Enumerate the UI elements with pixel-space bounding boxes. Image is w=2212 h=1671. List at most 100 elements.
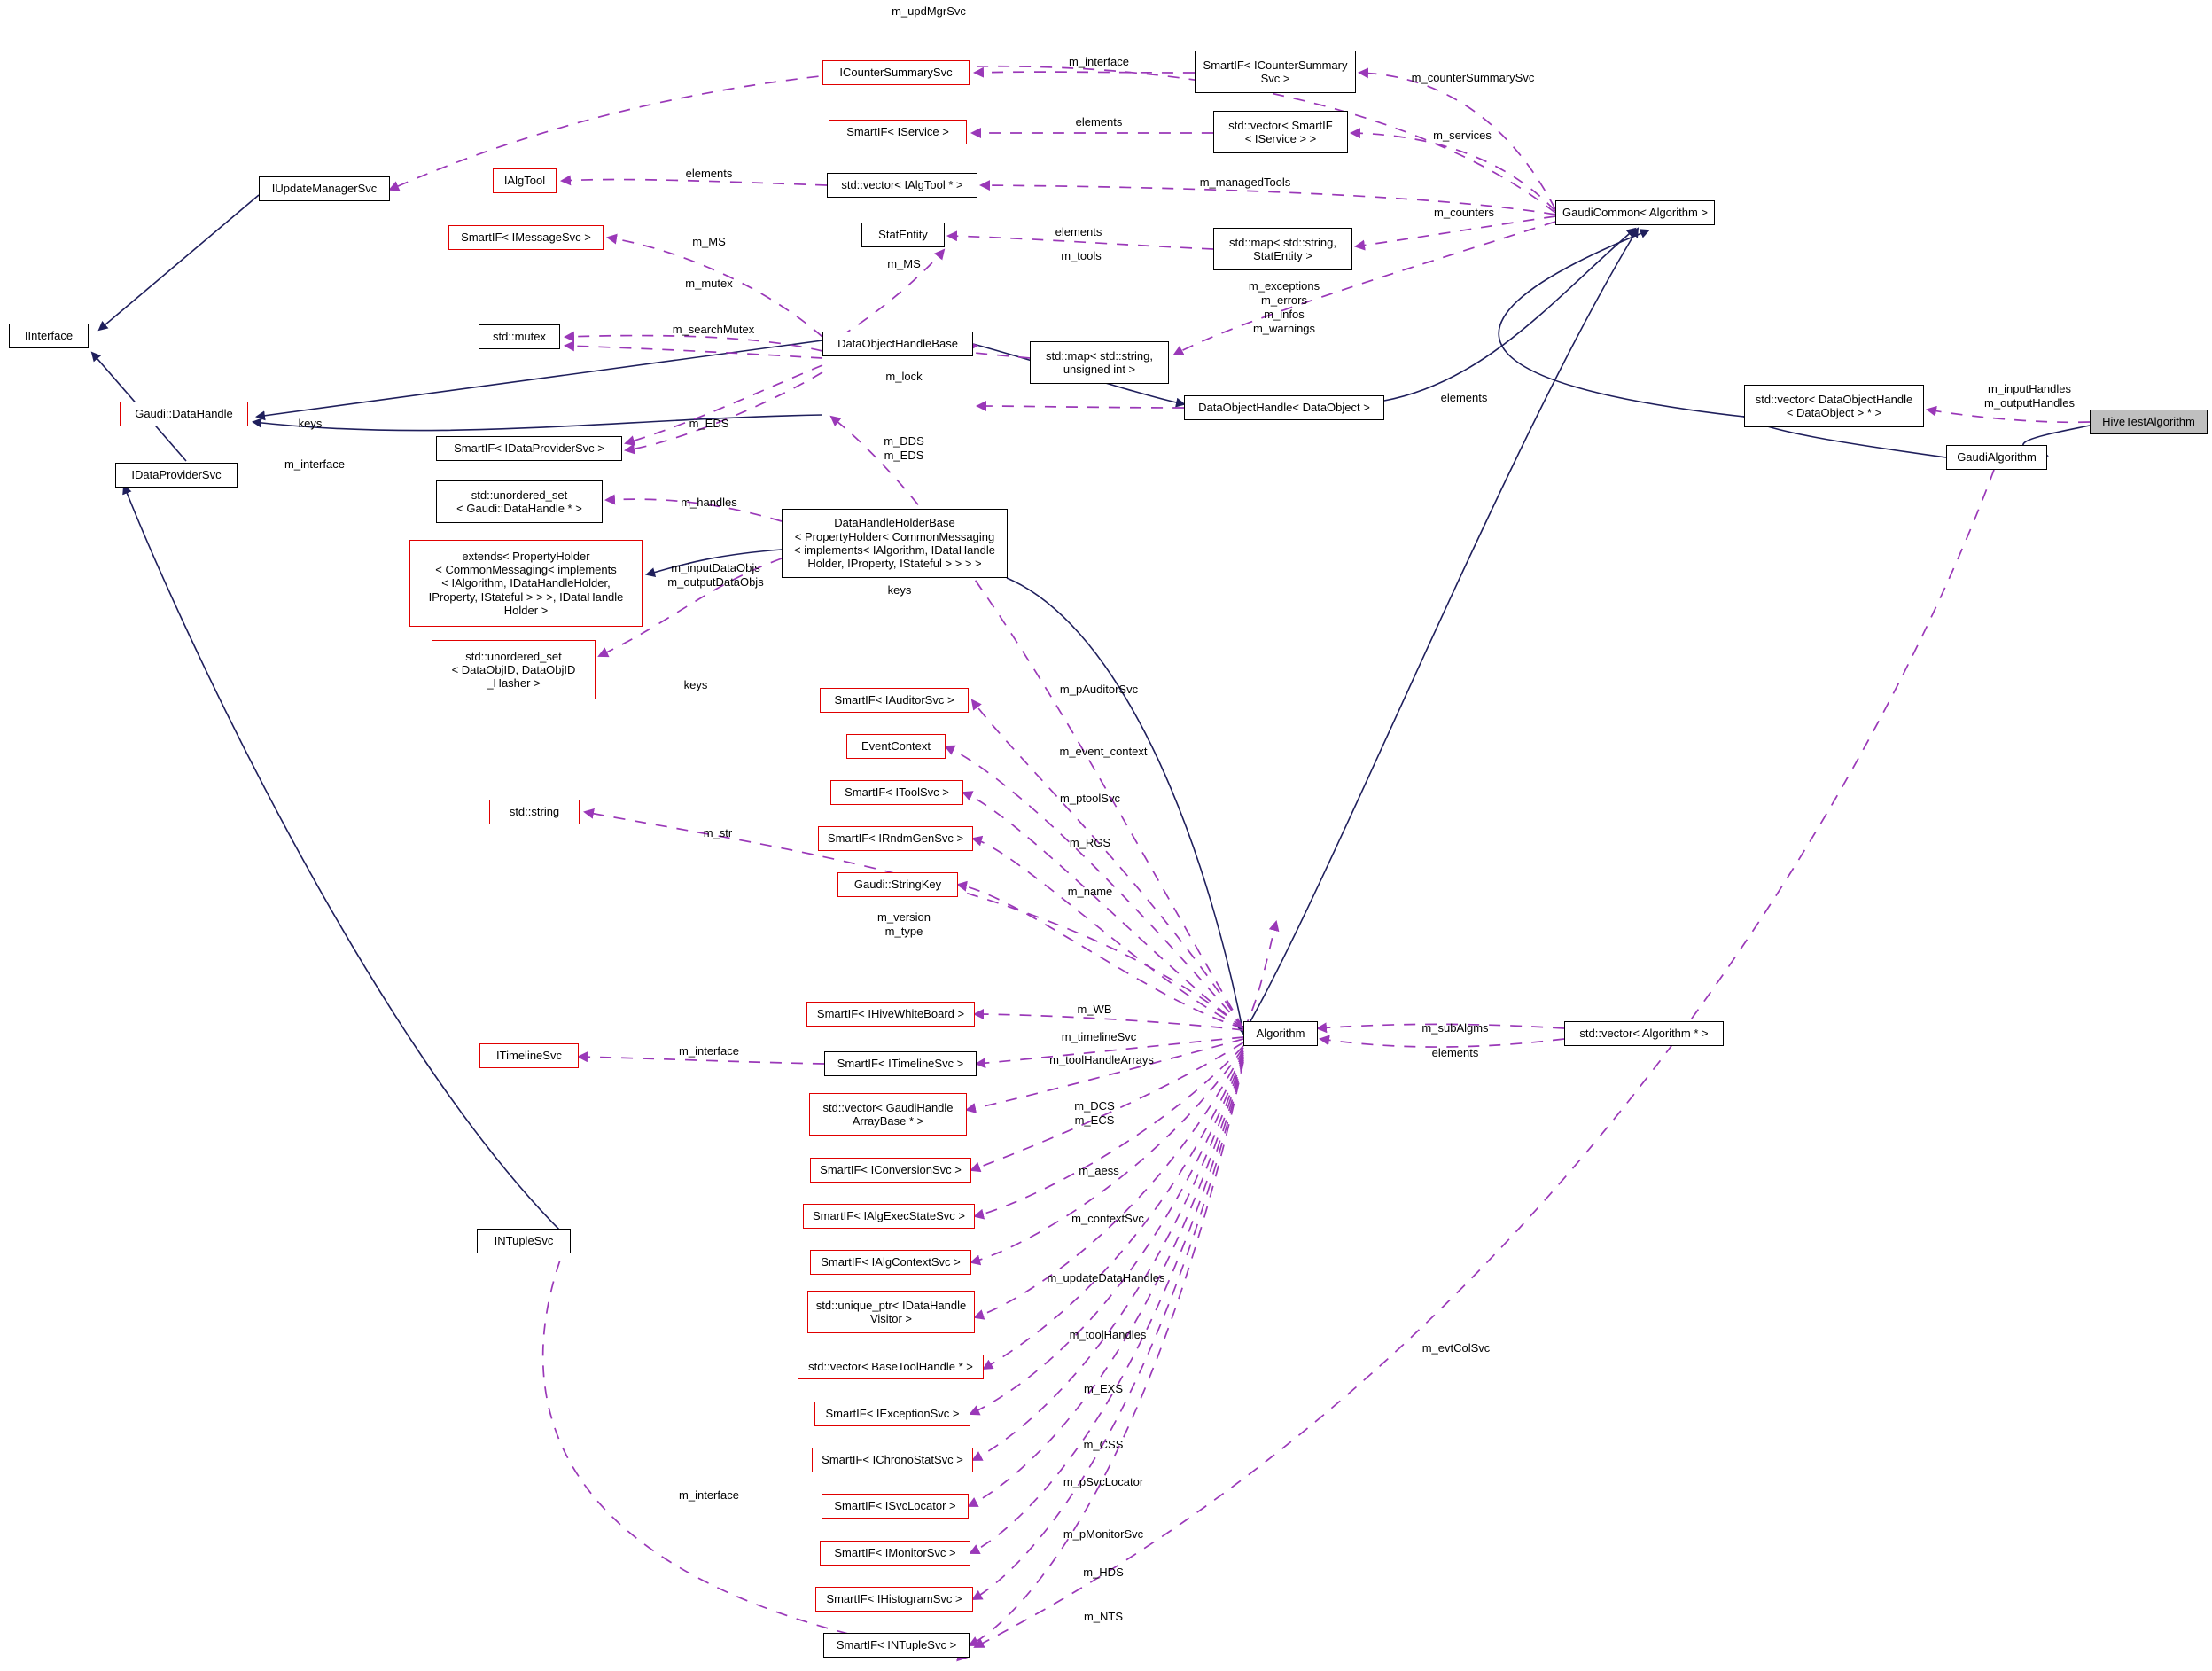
class-node-smartif_itimelinesvc[interactable]: SmartIF< ITimelineSvc > (824, 1051, 977, 1076)
edge-label-l_keys_1: keys (298, 417, 323, 430)
class-node-stdstring[interactable]: std::string (489, 800, 580, 824)
class-node-label: SmartIF< IHiveWhiteBoard > (816, 1007, 965, 1021)
class-node-gaudicommon_alg[interactable]: GaudiCommon< Algorithm > (1555, 200, 1715, 225)
class-node-iinterface[interactable]: IInterface (9, 324, 89, 348)
class-node-gaudidatahandle[interactable]: Gaudi::DataHandle (120, 402, 248, 426)
class-node-vec_smartif_iservice[interactable]: std::vector< SmartIF < IService > > (1213, 111, 1348, 153)
class-node-label: StatEntity (878, 228, 928, 242)
class-node-label: ITimelineSvc (496, 1049, 562, 1063)
class-node-smartif_imonitorsvc[interactable]: SmartIF< IMonitorSvc > (820, 1541, 970, 1566)
class-node-smartif_idps[interactable]: SmartIF< IDataProviderSvc > (436, 436, 622, 461)
class-node-smartif_ialgcontext[interactable]: SmartIF< IAlgContextSvc > (810, 1250, 971, 1275)
class-node-smartif_isvclocator[interactable]: SmartIF< ISvcLocator > (822, 1494, 969, 1519)
class-node-label: std::vector< BaseToolHandle * > (808, 1360, 973, 1374)
edge-label-l_updmgrsvc: m_updMgrSvc (892, 4, 966, 18)
class-node-gaudistringkey[interactable]: Gaudi::StringKey (837, 872, 958, 897)
class-node-vec_basetoolhandle[interactable]: std::vector< BaseToolHandle * > (798, 1355, 984, 1379)
class-node-dataobjecthandle_do[interactable]: DataObjectHandle< DataObject > (1184, 395, 1384, 420)
edge-label-l_name: m_name (1067, 885, 1113, 898)
class-node-algorithm[interactable]: Algorithm (1243, 1021, 1318, 1046)
class-node-smartif_irndmgensvc[interactable]: SmartIF< IRndmGenSvc > (818, 826, 973, 851)
class-node-intuplesvc[interactable]: INTupleSvc (477, 1229, 571, 1253)
class-node-smartif_iexceptionsvc[interactable]: SmartIF< IExceptionSvc > (814, 1402, 970, 1426)
class-node-label: IDataProviderSvc (131, 468, 222, 482)
class-node-label: IAlgTool (503, 174, 546, 188)
edge-label-l_searchmutex: m_searchMutex (672, 323, 755, 336)
class-node-smartif_ichronostat[interactable]: SmartIF< IChronoStatSvc > (812, 1448, 973, 1472)
edge-label-l_inoutputhandles: m_inputHandles m_outputHandles (1984, 382, 2075, 410)
class-node-label: std::unordered_set < Gaudi::DataHandle *… (456, 488, 582, 515)
edge-label-l_timelinesvc: m_timelineSvc (1061, 1030, 1137, 1043)
class-node-stdmutex[interactable]: std::mutex (479, 324, 560, 349)
class-node-label: SmartIF< IChronoStatSvc > (822, 1453, 963, 1467)
class-node-label: INTupleSvc (494, 1234, 554, 1248)
class-node-smartif_intuplesvc[interactable]: SmartIF< INTupleSvc > (823, 1633, 970, 1658)
class-node-icountersummarysvc[interactable]: ICounterSummarySvc (822, 60, 970, 85)
class-node-eventcontext[interactable]: EventContext (846, 734, 946, 759)
class-node-dataobjecthandlebase[interactable]: DataObjectHandleBase (822, 332, 973, 356)
class-node-smartif_ialgexecstate[interactable]: SmartIF< IAlgExecStateSvc > (803, 1204, 975, 1229)
edge-label-l_pmonitorsvc: m_pMonitorSvc (1063, 1527, 1144, 1541)
edge-label-l_contextsvc: m_contextSvc (1071, 1212, 1144, 1225)
class-node-smartif_iservice[interactable]: SmartIF< IService > (829, 120, 967, 144)
edge-label-l_tools: m_tools (1061, 249, 1102, 262)
class-node-vec_gaudihandlearray[interactable]: std::vector< GaudiHandle ArrayBase * > (809, 1093, 967, 1136)
class-node-statentity[interactable]: StatEntity (861, 223, 945, 247)
edge-label-l_ms_2: m_MS (887, 257, 921, 270)
class-node-itimelinesvc[interactable]: ITimelineSvc (479, 1043, 579, 1068)
edge-label-l_handles: m_handles (681, 496, 737, 509)
edge-label-l_css: m_CSS (1083, 1438, 1124, 1451)
class-node-label: DataHandleHolderBase < PropertyHolder< C… (794, 516, 995, 571)
class-node-uptr_idhvisitor[interactable]: std::unique_ptr< IDataHandle Visitor > (807, 1291, 975, 1333)
edge-label-l_mutex: m_mutex (685, 277, 733, 290)
class-node-idataprovidersvc[interactable]: IDataProviderSvc (115, 463, 238, 488)
class-node-datahandleholderbase[interactable]: DataHandleHolderBase < PropertyHolder< C… (782, 509, 1008, 578)
class-node-uset_datahandle[interactable]: std::unordered_set < Gaudi::DataHandle *… (436, 480, 603, 523)
class-node-label: DataObjectHandleBase (837, 337, 958, 351)
class-node-vec_doh_do_ptr[interactable]: std::vector< DataObjectHandle < DataObje… (1744, 385, 1924, 427)
class-node-label: SmartIF< IMessageSvc > (461, 230, 591, 245)
edge-label-l_evtcolsvc: m_evtColSvc (1421, 1341, 1491, 1355)
class-node-label: std::map< std::string, unsigned int > (1045, 348, 1154, 376)
class-node-label: GaudiAlgorithm (1957, 450, 2037, 465)
class-node-ialgtool[interactable]: IAlgTool (493, 168, 557, 193)
class-node-label: std::map< std::string, StatEntity > (1228, 235, 1337, 262)
edge-label-l_psvclocator: m_pSvcLocator (1063, 1475, 1144, 1488)
edge-label-l_elements_2: elements (685, 167, 733, 180)
class-node-smartif_ihivewb[interactable]: SmartIF< IHiveWhiteBoard > (806, 1002, 975, 1027)
class-node-gaudialgorithm[interactable]: GaudiAlgorithm (1946, 445, 2047, 470)
edge-label-l_wb: m_WB (1077, 1003, 1112, 1016)
edge-label-l_elements_5: elements (1431, 1046, 1479, 1059)
class-node-smartif_icountersum[interactable]: SmartIF< ICounterSummary Svc > (1195, 51, 1356, 93)
class-node-label: std::vector< SmartIF < IService > > (1228, 118, 1333, 145)
class-node-uset_dataobjid[interactable]: std::unordered_set < DataObjID, DataObjI… (432, 640, 596, 699)
class-node-label: GaudiCommon< Algorithm > (1562, 206, 1709, 220)
class-node-map_string_statentity[interactable]: std::map< std::string, StatEntity > (1213, 228, 1352, 270)
edge-label-l_subalgms: m_subAlgms (1421, 1021, 1489, 1035)
edge-label-l_hds: m_HDS (1083, 1566, 1124, 1579)
class-node-label: std::string (509, 805, 560, 819)
class-node-vec_algorithm_ptr[interactable]: std::vector< Algorithm * > (1564, 1021, 1724, 1046)
class-node-smartif_imessagesvc[interactable]: SmartIF< IMessageSvc > (448, 225, 604, 250)
class-node-smartif_ihistogramsvc[interactable]: SmartIF< IHistogramSvc > (815, 1587, 973, 1612)
edge-label-l_interface_1: m_interface (1069, 55, 1129, 68)
class-node-label: SmartIF< INTupleSvc > (836, 1638, 957, 1652)
class-node-map_string_uint[interactable]: std::map< std::string, unsigned int > (1030, 341, 1169, 384)
class-node-label: extends< PropertyHolder < CommonMessagin… (428, 549, 624, 617)
class-node-hivetestalgorithm[interactable]: HiveTestAlgorithm (2090, 410, 2208, 434)
edge-label-l_exs: m_EXS (1083, 1382, 1124, 1395)
edge-label-l_elements_1: elements (1075, 115, 1123, 129)
class-node-extends_propholder[interactable]: extends< PropertyHolder < CommonMessagin… (409, 540, 643, 627)
class-node-label: IInterface (24, 329, 74, 343)
edge-label-l_keys_2: keys (887, 583, 912, 597)
edge-label-l_nts: m_NTS (1083, 1610, 1124, 1623)
class-node-label: std::vector< Algorithm * > (1579, 1027, 1709, 1041)
class-node-smartif_itoolsvc[interactable]: SmartIF< IToolSvc > (830, 780, 963, 805)
class-node-smartif_iconvsvc[interactable]: SmartIF< IConversionSvc > (810, 1158, 971, 1183)
edge-label-l_managedtools: m_managedTools (1199, 176, 1291, 189)
class-node-label: std::vector< GaudiHandle ArrayBase * > (822, 1100, 954, 1128)
class-node-smartif_iauditorsvc[interactable]: SmartIF< IAuditorSvc > (820, 688, 969, 713)
class-node-iupdatemgrsvc[interactable]: IUpdateManagerSvc (259, 176, 390, 201)
class-node-vec_ialgtool[interactable]: std::vector< IAlgTool * > (827, 173, 977, 198)
